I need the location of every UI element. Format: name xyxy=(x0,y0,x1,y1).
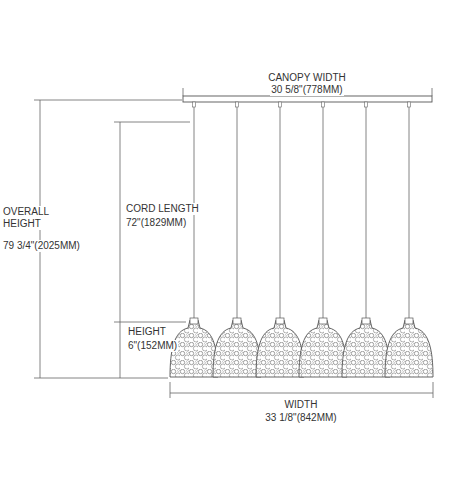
cord xyxy=(366,102,367,322)
shade-cap xyxy=(319,318,327,324)
dimension-lines xyxy=(34,88,433,398)
cord-grip xyxy=(279,102,282,107)
dimension-label: 30 5/8"(778MM) xyxy=(270,84,343,96)
dimension-label: WIDTH xyxy=(284,399,319,411)
dimension-label: CORD LENGTH xyxy=(125,203,200,215)
cord-grip xyxy=(236,102,239,107)
shade-cap xyxy=(233,318,241,324)
cord xyxy=(280,102,281,322)
cord xyxy=(409,102,410,322)
canopy-bar xyxy=(183,96,432,102)
dimension-label: HEIGHT xyxy=(127,326,167,338)
dimension-label: CANOPY WIDTH xyxy=(267,72,347,84)
dimension-label: 33 1/8"(842MM) xyxy=(264,412,337,424)
dimension-label: OVERALL HEIGHT xyxy=(2,206,48,230)
glass-shade xyxy=(256,320,304,377)
cord xyxy=(323,102,324,322)
dimension-label: 72"(1829MM) xyxy=(125,217,187,229)
glass-shade xyxy=(213,320,261,377)
glass-shade xyxy=(299,320,347,377)
cord-grip xyxy=(193,102,196,107)
dimension-label: 6"(152MM) xyxy=(127,340,178,352)
shade-cap xyxy=(190,318,198,324)
shade-cap xyxy=(362,318,370,324)
cord-grip xyxy=(322,102,325,107)
pendant-group xyxy=(170,102,433,377)
cord xyxy=(237,102,238,322)
cord-grip xyxy=(408,102,411,107)
shade-cap xyxy=(276,318,284,324)
glass-shade xyxy=(385,320,433,377)
glass-shade xyxy=(342,320,390,377)
dimension-label: 79 3/4"(2025MM) xyxy=(2,240,81,252)
cord-grip xyxy=(365,102,368,107)
shade-cap xyxy=(405,318,413,324)
